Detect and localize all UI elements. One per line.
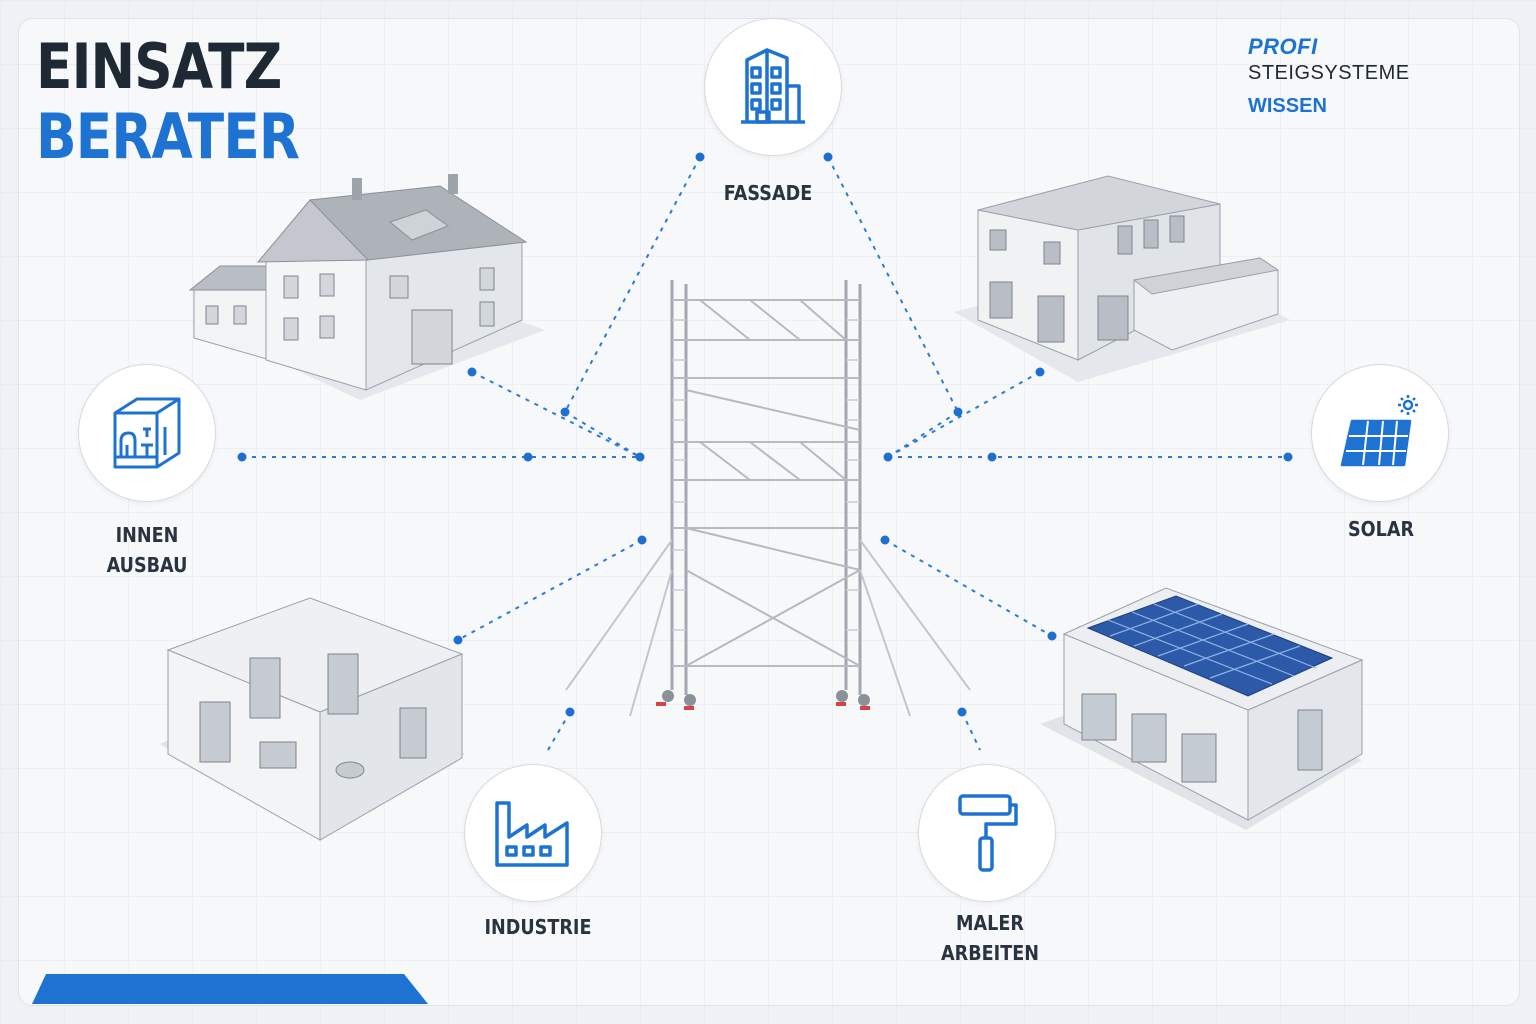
factory-icon [495,801,569,867]
interior-room-icon [113,397,181,469]
innen-ausbau-label: INNEN AUSBAU [59,520,235,580]
fassade-label-text: FASSADE [723,181,813,205]
brand-logo: PROFI STEIGSYSTEME WISSEN [1248,34,1410,118]
apartment-building-icon [741,48,805,124]
industrie-label-text: INDUSTRIE [484,915,592,939]
maler-arbeiten-label: MALER ARBEITEN [902,908,1078,968]
innen-label-line-1: INNEN [115,523,179,547]
solar-label-text: SOLAR [1347,517,1415,541]
innen-label-line-2: AUSBAU [106,553,188,577]
industrie-label: INDUSTRIE [450,912,626,942]
brand-line-2: STEIGSYSTEME [1248,62,1410,84]
maler-label-line-1: MALER [956,911,1024,935]
solar-label: SOLAR [1293,514,1469,544]
solar-panel-icon [1340,395,1418,467]
maler-label-line-2: ARBEITEN [941,941,1039,965]
brand-line-3: WISSEN [1248,95,1327,117]
paint-roller-icon [958,794,1018,872]
fassade-label: FASSADE [680,178,856,208]
title-line-1: EINSATZ [36,30,282,103]
solar-building-illustration [1040,587,1364,830]
industrie-icon-circle[interactable] [464,764,602,902]
scaffold-tower-illustration [565,280,971,717]
house-illustration [188,174,545,400]
maler-arbeiten-icon-circle[interactable] [918,764,1056,902]
office-building-illustration [954,175,1290,382]
title-line-2: BERATER [36,100,300,173]
solar-icon-circle[interactable] [1311,364,1449,502]
fassade-icon-circle[interactable] [704,18,842,156]
brand-line-1: PROFI [1248,34,1318,59]
page-title: EINSATZ BERATER [36,36,342,168]
interior-room-illustration [160,597,465,841]
innen-ausbau-icon-circle[interactable] [78,364,216,502]
